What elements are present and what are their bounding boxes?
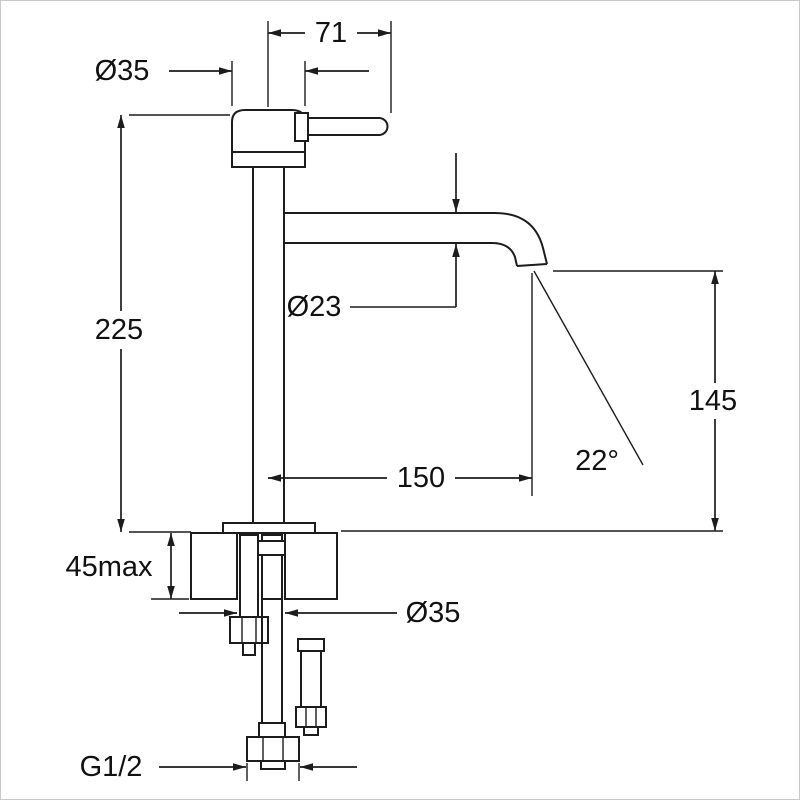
supply-hose-2 xyxy=(300,650,322,708)
dimension-hole-diameter: Ø35 xyxy=(179,597,460,629)
dim-label-hole-diameter: Ø35 xyxy=(406,597,461,629)
under-counter-hardware xyxy=(229,534,327,770)
countertop-right-block xyxy=(284,532,338,600)
faucet-column xyxy=(252,167,285,523)
faucet-spout xyxy=(284,212,548,267)
dim-label-connection-thread: G1/2 xyxy=(80,751,143,783)
stream-angle-line xyxy=(533,270,644,466)
dimension-overall-height: 225 xyxy=(85,114,230,533)
hose-top-fitting xyxy=(257,540,286,556)
dim-label-handle-length: 71 xyxy=(315,17,347,49)
dim-label-outlet-height: 145 xyxy=(689,385,737,417)
dimension-deck-thickness: 45max xyxy=(65,533,189,600)
dimension-connection-thread: G1/2 xyxy=(80,751,357,783)
threaded-shank xyxy=(239,534,259,618)
dim-label-overall-height: 225 xyxy=(95,314,143,346)
dimension-handle-length: 71 xyxy=(267,15,392,113)
countertop-left-block xyxy=(190,532,238,600)
faucet-outline xyxy=(222,109,548,534)
dim-label-spout-reach: 150 xyxy=(397,462,445,494)
faucet-handle-lever xyxy=(300,117,389,136)
dimension-spout-diameter: Ø23 xyxy=(287,153,460,323)
hose-2-top-fitting xyxy=(297,638,325,652)
hose-1-collar xyxy=(258,722,286,738)
dimension-top-diameter: Ø35 xyxy=(95,55,369,106)
dim-label-spout-diameter: Ø23 xyxy=(287,291,342,323)
dim-label-deck-thickness: 45max xyxy=(65,551,153,583)
dim-label-top-diameter: Ø35 xyxy=(95,55,150,87)
countertop-section xyxy=(190,532,338,600)
dim-label-stream-angle: 22° xyxy=(575,445,619,477)
stud-end xyxy=(242,642,256,656)
faucet-base-flange xyxy=(222,522,316,534)
dimension-outlet-height: 145 xyxy=(341,270,747,532)
dimension-spout-reach: 150 22° xyxy=(268,270,644,496)
hose-2-nut xyxy=(295,706,327,728)
hose-1-g12-nut xyxy=(246,736,300,762)
faucet-handle-boss xyxy=(294,112,309,142)
hose-1-stub xyxy=(260,760,286,770)
hose-2-stub xyxy=(303,726,319,736)
